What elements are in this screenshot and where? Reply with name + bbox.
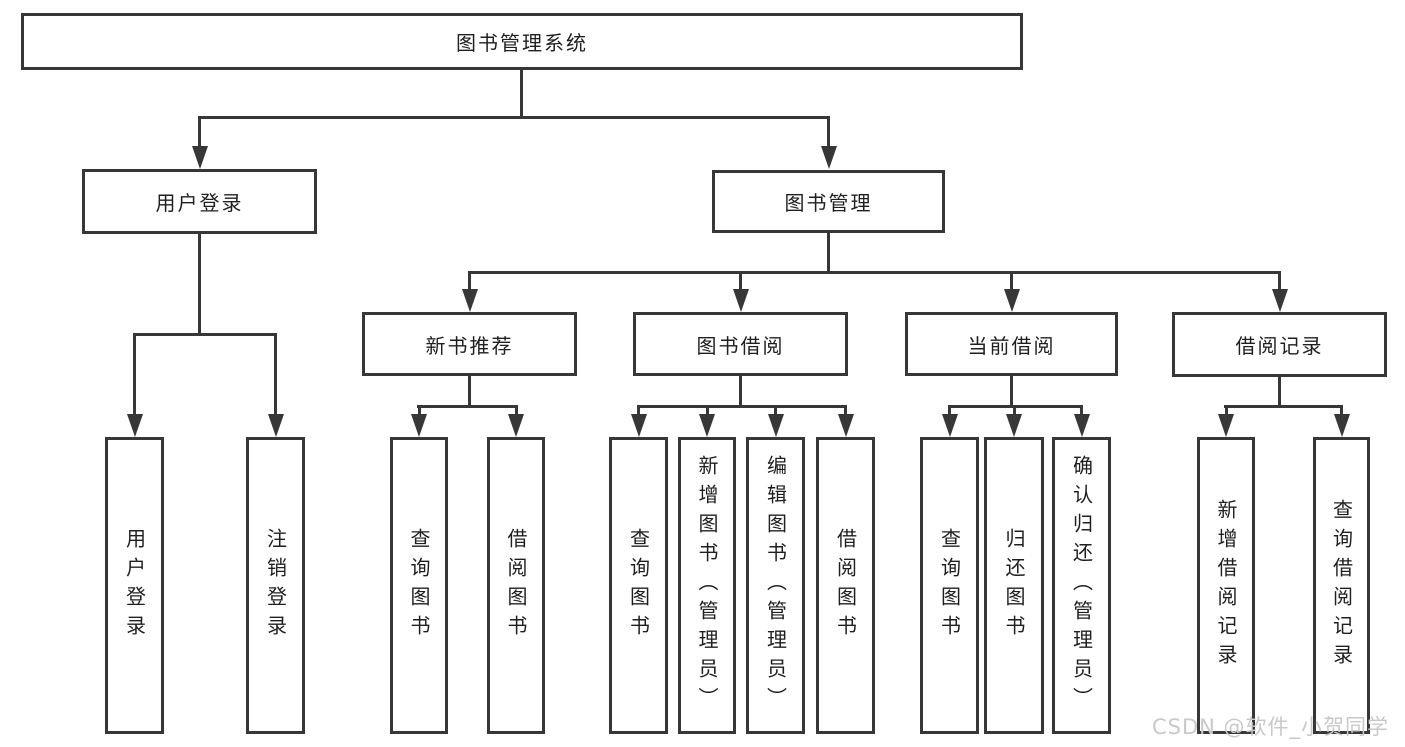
arrow-down-icon bbox=[821, 146, 837, 169]
connector-line bbox=[274, 333, 277, 417]
leaf-confirm-return-admin-label: 确认归还（管理员） bbox=[1069, 455, 1094, 716]
connector-line bbox=[827, 116, 830, 149]
connector-line bbox=[468, 376, 471, 408]
connector-line bbox=[417, 405, 518, 408]
connector-line bbox=[418, 405, 421, 417]
leaf-query-books-recommend-label: 查询图书 bbox=[407, 527, 431, 644]
node-new-book-recommendation: 新书推荐 bbox=[362, 312, 577, 376]
connector-line bbox=[948, 405, 951, 417]
node-current-borrowing-label: 当前借阅 bbox=[967, 333, 1056, 358]
arrow-down-icon bbox=[1006, 414, 1022, 437]
connector-line bbox=[133, 333, 277, 336]
leaf-add-books-admin: 新增图书（管理员） bbox=[678, 437, 736, 734]
csdn-watermark: CSDN @软件_小贺同学 bbox=[1152, 715, 1390, 739]
node-new-book-recommendation-label: 新书推荐 bbox=[425, 333, 514, 358]
connector-line bbox=[468, 271, 471, 292]
leaf-user-login-label: 用户登录 bbox=[122, 527, 147, 644]
connector-line bbox=[1080, 405, 1083, 417]
leaf-query-books-borrowing: 查询图书 bbox=[609, 437, 668, 734]
node-book-management-label: 图书管理 bbox=[784, 191, 873, 215]
arrow-down-icon bbox=[1074, 414, 1090, 437]
connector-line bbox=[1010, 271, 1013, 292]
leaf-edit-books-admin-label: 编辑图书（管理员） bbox=[763, 455, 788, 716]
connector-line bbox=[1225, 405, 1228, 417]
arrow-down-icon bbox=[268, 414, 284, 437]
leaf-return-books: 归还图书 bbox=[984, 437, 1044, 734]
connector-line bbox=[468, 271, 1281, 274]
connector-line bbox=[133, 333, 136, 417]
connector-line bbox=[739, 376, 742, 408]
arrow-down-icon bbox=[508, 414, 524, 437]
connector-line bbox=[1013, 405, 1016, 417]
node-borrowing-records: 借阅记录 bbox=[1172, 312, 1387, 377]
leaf-add-books-admin-label: 新增图书（管理员） bbox=[695, 455, 719, 716]
node-borrowing-records-label: 借阅记录 bbox=[1235, 334, 1324, 358]
leaf-logout: 注销登录 bbox=[246, 437, 305, 734]
arrow-down-icon bbox=[733, 289, 749, 312]
connector-line bbox=[198, 116, 201, 149]
node-book-management: 图书管理 bbox=[712, 170, 945, 233]
leaf-edit-books-admin: 编辑图书（管理员） bbox=[746, 437, 805, 734]
connector-line bbox=[774, 405, 777, 417]
connector-line bbox=[515, 405, 518, 417]
connector-line bbox=[198, 234, 201, 336]
arrow-down-icon bbox=[1334, 414, 1350, 437]
leaf-add-borrow-record: 新增借阅记录 bbox=[1197, 437, 1255, 734]
connector-line bbox=[1010, 376, 1013, 408]
node-book-borrowing-label: 图书借阅 bbox=[696, 333, 785, 358]
connector-line bbox=[637, 405, 847, 408]
arrow-down-icon bbox=[127, 414, 143, 437]
leaf-logout-label: 注销登录 bbox=[263, 527, 288, 644]
arrow-down-icon bbox=[411, 414, 427, 437]
node-root: 图书管理系统 bbox=[21, 13, 1023, 70]
leaf-query-books-current-label: 查询图书 bbox=[937, 527, 962, 644]
arrow-down-icon bbox=[462, 289, 478, 312]
connector-line bbox=[520, 70, 523, 119]
leaf-query-books-borrowing-label: 查询图书 bbox=[626, 527, 651, 644]
leaf-query-borrow-record: 查询借阅记录 bbox=[1313, 437, 1370, 734]
connector-line bbox=[198, 116, 830, 119]
node-current-borrowing: 当前借阅 bbox=[905, 312, 1118, 376]
node-user-login-label: 用户登录 bbox=[155, 191, 244, 215]
arrow-down-icon bbox=[631, 414, 647, 437]
leaf-borrow-books-recommend-label: 借阅图书 bbox=[504, 527, 528, 644]
arrow-down-icon bbox=[1004, 289, 1020, 312]
leaf-user-login: 用户登录 bbox=[105, 437, 164, 734]
connector-line bbox=[1340, 405, 1343, 417]
connector-line bbox=[844, 405, 847, 417]
connector-line bbox=[706, 405, 709, 417]
arrow-down-icon bbox=[768, 414, 784, 437]
arrow-down-icon bbox=[1218, 414, 1234, 437]
arrow-down-icon bbox=[1272, 289, 1288, 312]
leaf-confirm-return-admin: 确认归还（管理员） bbox=[1052, 437, 1111, 734]
connector-line bbox=[739, 271, 742, 292]
arrow-down-icon bbox=[942, 414, 958, 437]
connector-line bbox=[1278, 377, 1281, 408]
leaf-borrow-books: 借阅图书 bbox=[816, 437, 875, 734]
leaf-query-borrow-record-label: 查询借阅记录 bbox=[1329, 498, 1354, 673]
leaf-add-borrow-record-label: 新增借阅记录 bbox=[1214, 498, 1238, 673]
connector-line bbox=[1278, 271, 1281, 292]
node-book-borrowing: 图书借阅 bbox=[633, 312, 848, 376]
arrow-down-icon bbox=[192, 146, 208, 169]
leaf-query-books-recommend: 查询图书 bbox=[390, 437, 448, 734]
connector-line bbox=[827, 233, 830, 274]
node-root-label: 图书管理系统 bbox=[456, 31, 588, 55]
leaf-borrow-books-label: 借阅图书 bbox=[833, 527, 858, 644]
leaf-query-books-current: 查询图书 bbox=[920, 437, 979, 734]
arrow-down-icon bbox=[699, 414, 715, 437]
connector-line bbox=[1224, 405, 1343, 408]
leaf-borrow-books-recommend: 借阅图书 bbox=[487, 437, 545, 734]
leaf-return-books-label: 归还图书 bbox=[1002, 527, 1026, 644]
arrow-down-icon bbox=[838, 414, 854, 437]
node-user-login: 用户登录 bbox=[82, 169, 317, 234]
connector-line bbox=[637, 405, 640, 417]
